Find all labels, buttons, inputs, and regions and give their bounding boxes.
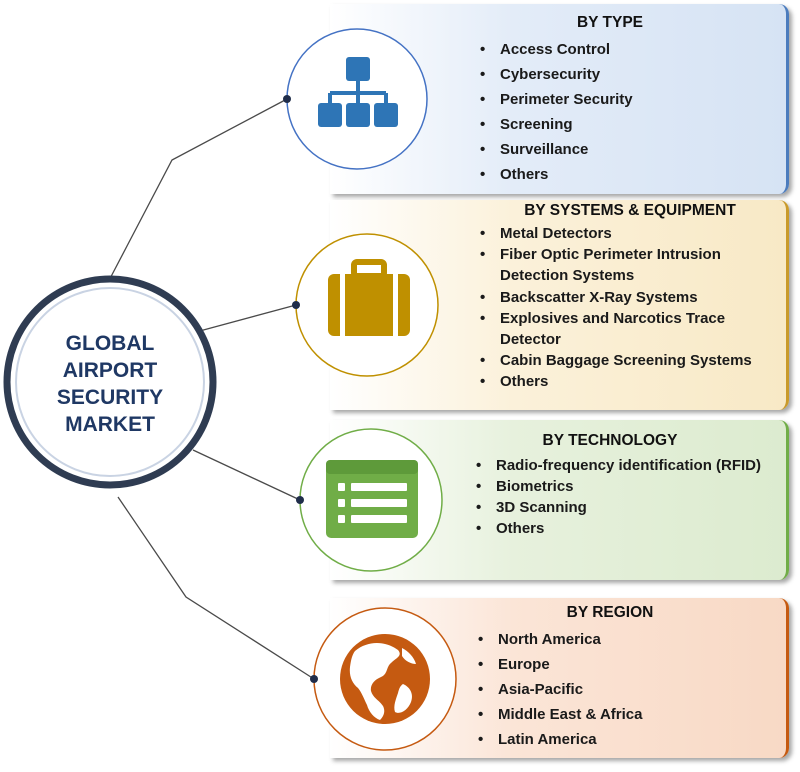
list-window-icon (326, 460, 418, 538)
technology-list: Radio-frequency identification (RFID) Bi… (474, 455, 774, 539)
dot-type (283, 95, 291, 103)
list-item: Asia-Pacific (476, 679, 776, 700)
connector-region (117, 496, 315, 680)
systems-list: Metal Detectors Fiber Optic Perimeter In… (478, 223, 778, 393)
center-node (3, 275, 217, 489)
center-title-line: AIRPORT (62, 359, 158, 382)
section-title-technology: BY TECHNOLOGY (542, 432, 678, 449)
briefcase-icon (328, 259, 410, 336)
section-title-systems: BY SYSTEMS & EQUIPMENT (524, 202, 736, 219)
list-item: Radio-frequency identification (RFID) (474, 455, 774, 476)
list-item: Backscatter X-Ray Systems (478, 287, 778, 308)
list-item: Europe (476, 654, 776, 675)
section-title-type: BY TYPE (576, 14, 644, 31)
dot-technology (296, 496, 304, 504)
list-item: Metal Detectors (478, 223, 778, 244)
list-item: 3D Scanning (474, 497, 774, 518)
list-item: Others (478, 371, 778, 392)
center-title-line: MARKET (65, 413, 155, 436)
center-title-line: GLOBAL (65, 332, 155, 355)
list-item: Surveillance (478, 139, 778, 160)
center-title: GLOBAL AIRPORT SECURITY MARKET (20, 330, 200, 438)
list-item: Access Control (478, 39, 778, 60)
list-item: Others (474, 518, 774, 539)
list-item: Perimeter Security (478, 89, 778, 110)
center-title-line: SECURITY (56, 386, 164, 409)
list-item: Fiber Optic Perimeter Intrusion Detectio… (478, 244, 778, 286)
globe-icon (340, 634, 430, 724)
connector-type (103, 98, 288, 291)
hierarchy-icon (318, 57, 398, 127)
connector-systems (195, 304, 297, 333)
dot-region (310, 675, 318, 683)
list-item: Biometrics (474, 476, 774, 497)
region-list: North America Europe Asia-Pacific Middle… (476, 629, 776, 750)
list-item: Latin America (476, 729, 776, 750)
connector-dots (283, 95, 318, 683)
connector-technology (192, 449, 301, 501)
list-item: Cabin Baggage Screening Systems (478, 350, 778, 371)
list-item: Others (478, 164, 778, 185)
list-item: Screening (478, 114, 778, 135)
dot-systems (292, 301, 300, 309)
list-item: Middle East & Africa (476, 704, 776, 725)
type-list: Access Control Cybersecurity Perimeter S… (478, 39, 778, 185)
list-item: North America (476, 629, 776, 650)
connector-lines (103, 98, 315, 680)
list-item: Explosives and Narcotics Trace Detector (478, 308, 778, 350)
section-title-region: BY REGION (566, 604, 654, 621)
list-item: Cybersecurity (478, 64, 778, 85)
